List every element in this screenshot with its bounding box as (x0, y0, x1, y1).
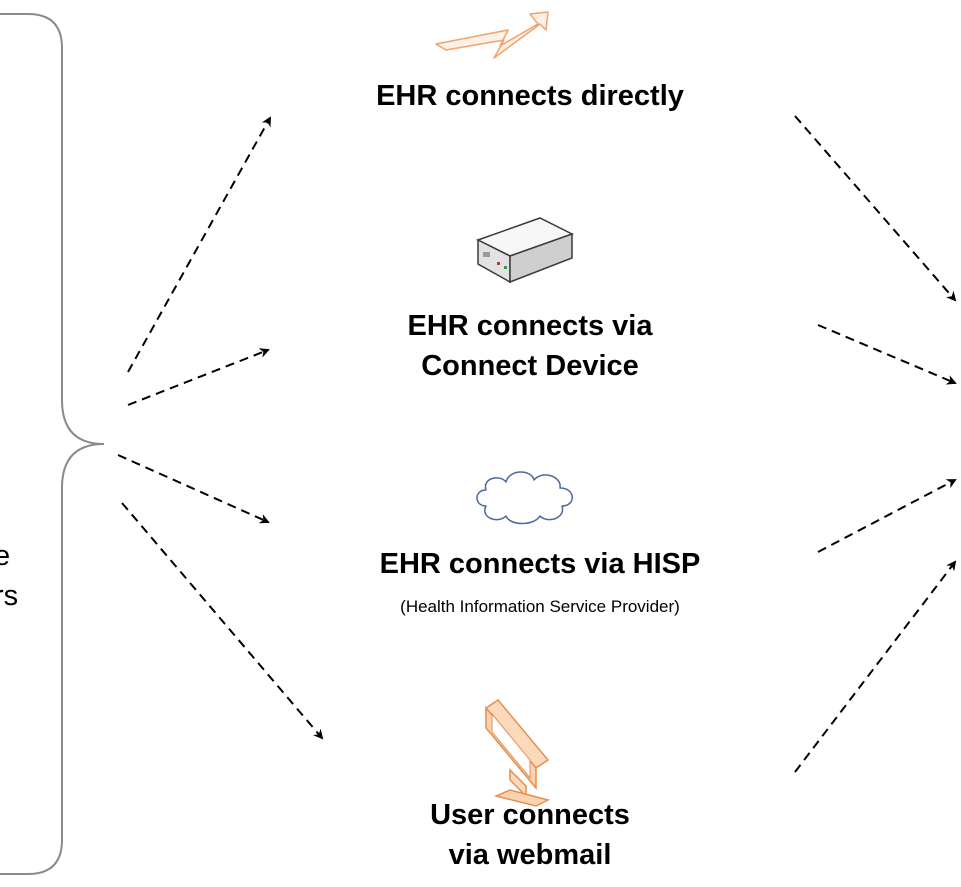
label-line: Connect Device (421, 350, 639, 382)
label-ehr-connects-directly: EHR connects directly (330, 76, 730, 116)
arrow-to-hisp (117, 454, 270, 524)
arrow-from-webmail (794, 560, 957, 773)
arrow-to-connect-device (127, 348, 270, 406)
arrow-from-connect-device (817, 324, 957, 385)
left-text-fragment-1: e (0, 540, 11, 572)
arrow-from-hisp (817, 479, 957, 553)
label-line: via webmail (448, 839, 612, 871)
arrow-from-direct (794, 115, 957, 302)
label-line: EHR connects via HISP (379, 548, 701, 580)
curly-brace (0, 13, 105, 875)
arrow-to-direct (127, 116, 271, 373)
monitor-icon (484, 699, 551, 807)
arrows-out (117, 116, 324, 740)
label-line: EHR connects via (407, 310, 653, 342)
sublabel-health-information-service-provider: (Health Information Service Provider) (400, 597, 680, 616)
label-line: User connects (430, 799, 630, 831)
lightning-icon (435, 11, 549, 59)
left-text-fragment-2: rs (0, 580, 19, 612)
label-user-connects-via-webmail: User connects via webmail (380, 795, 680, 875)
label-ehr-connects-via-connect-device: EHR connects via Connect Device (360, 306, 700, 386)
cloud-icon (476, 471, 573, 525)
arrow-to-webmail (121, 502, 324, 740)
label-line: EHR connects directly (376, 80, 684, 112)
label-ehr-connects-via-hisp: EHR connects via HISP (330, 544, 750, 584)
connect-device-icon (476, 217, 574, 284)
arrows-in (794, 115, 957, 773)
